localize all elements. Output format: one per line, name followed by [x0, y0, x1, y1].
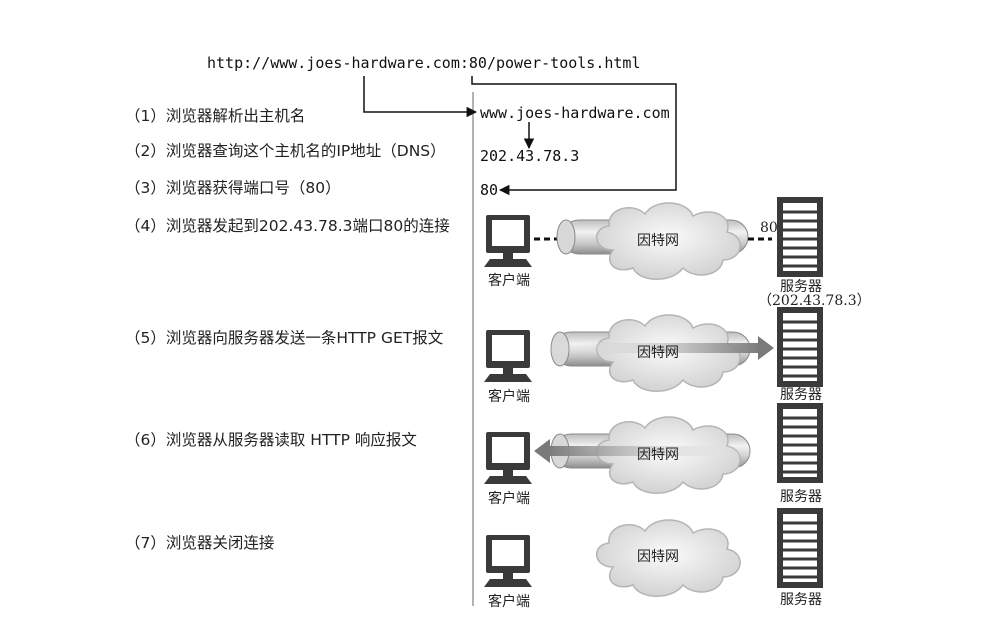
- client-monitor-icon: [484, 432, 532, 484]
- step-2: （2）浏览器查询这个主机名的IP地址（DNS）: [125, 142, 446, 160]
- server-icon: [775, 506, 825, 590]
- client-monitor-icon: [484, 215, 532, 267]
- step-4: （4）浏览器发起到202.43.78.3端口80的连接: [125, 217, 450, 235]
- server-icon: [775, 401, 825, 485]
- step-3: （3）浏览器获得端口号（80）: [125, 179, 341, 197]
- row-connect: [484, 195, 825, 281]
- client-label: 客户端: [488, 273, 530, 289]
- row-request: [484, 305, 825, 393]
- client-label: 客户端: [488, 389, 530, 405]
- port-arrow: [471, 76, 677, 196]
- request-arrow-icon: [758, 336, 774, 360]
- server-label: 服务器: [780, 387, 822, 403]
- server-label: 服务器: [780, 592, 822, 608]
- internet-label: 因特网: [637, 447, 679, 463]
- resolved-hostname: www.joes-hardware.com: [480, 104, 670, 122]
- resolved-port: 80: [480, 181, 499, 199]
- internet-label: 因特网: [637, 549, 679, 565]
- client-monitor-icon: [484, 330, 532, 382]
- client-monitor-icon: [484, 535, 532, 587]
- server-port-label: 80: [760, 220, 778, 236]
- internet-label: 因特网: [637, 345, 679, 361]
- server-label: 服务器: [780, 489, 822, 505]
- server-label: 服务器: [780, 279, 822, 295]
- hostname-arrow: [363, 76, 478, 118]
- row-response: [484, 401, 825, 495]
- server-icon: [775, 305, 825, 389]
- server-ip-label: （202.43.78.3）: [758, 293, 871, 309]
- step-6: （6）浏览器从服务器读取 HTTP 响应报文: [125, 431, 417, 449]
- response-arrow-icon: [534, 439, 550, 463]
- request-url: http://www.joes-hardware.com:80/power-to…: [207, 54, 641, 72]
- step-5: （5）浏览器向服务器发送一条HTTP GET报文: [125, 329, 444, 347]
- resolved-ip: 202.43.78.3: [480, 147, 580, 165]
- client-label: 客户端: [488, 594, 530, 610]
- server-icon: [775, 195, 825, 279]
- internet-label: 因特网: [637, 233, 679, 249]
- step-7: （7）浏览器关闭连接: [125, 534, 275, 552]
- step-1: （1）浏览器解析出主机名: [125, 107, 306, 125]
- client-label: 客户端: [488, 491, 530, 507]
